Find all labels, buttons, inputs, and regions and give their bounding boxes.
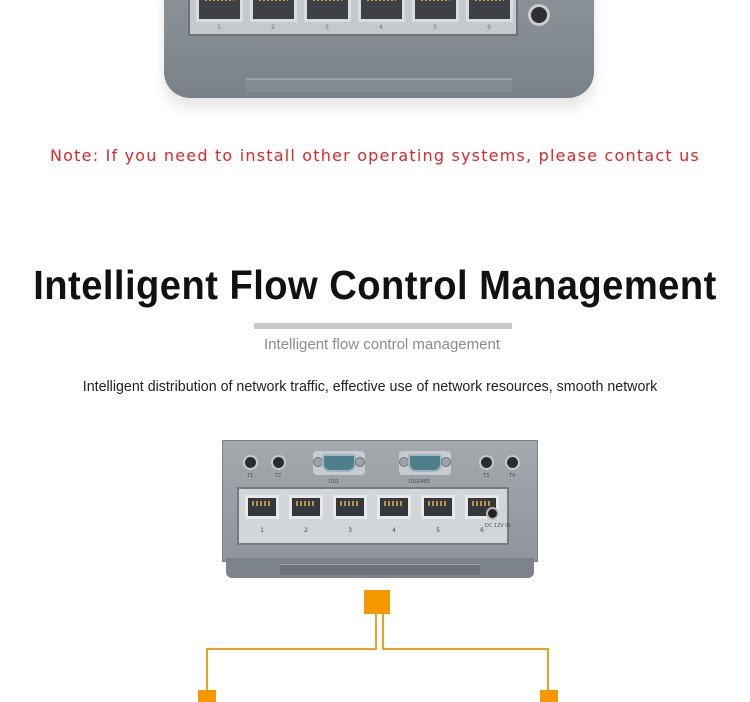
serial-port	[313, 451, 365, 475]
flow-line	[547, 648, 549, 694]
port-label: 1	[217, 24, 221, 31]
device-body: T1 T2 T3 T4 IOI1 IOI2/485 1 2 3 4	[222, 440, 538, 562]
flow-line	[375, 614, 377, 650]
screw-icon	[355, 457, 365, 467]
port-label: 4	[379, 24, 383, 31]
port-label: 3	[325, 24, 329, 31]
flow-line	[382, 648, 549, 650]
lan-label: 3	[348, 527, 352, 534]
flow-target-node	[540, 690, 558, 702]
flow-source-node	[364, 590, 390, 614]
lan-port-panel: 1 2 3 4 5 6	[237, 487, 509, 545]
top-device-image: 1 2 3 4 5 6	[164, 0, 594, 98]
port-label: 2	[271, 24, 275, 31]
flow-target-node	[198, 690, 216, 702]
screw-icon	[441, 457, 451, 467]
device-front-image: T1 T2 T3 T4 IOI1 IOI2/485 1 2 3 4	[222, 440, 538, 578]
lan-port	[466, 0, 513, 22]
port-label: 5	[433, 24, 437, 31]
hole-label: T4	[509, 473, 516, 479]
power-jack	[528, 4, 550, 26]
hole-label: T1	[247, 473, 254, 479]
section-subtitle: Intelligent flow control management	[264, 336, 500, 353]
lan-port	[377, 495, 411, 519]
mounting-rail	[246, 78, 512, 92]
section-description: Intelligent distribution of network traf…	[82, 378, 658, 395]
com-label: IOI1	[329, 479, 340, 485]
lan-label: 6	[480, 527, 484, 534]
mounting-rail	[280, 564, 480, 575]
lan-port	[421, 495, 455, 519]
lan-port	[412, 0, 459, 22]
lan-port	[250, 0, 297, 22]
antenna-hole	[505, 455, 520, 470]
db9-connector	[408, 454, 442, 472]
db9-connector	[322, 454, 356, 472]
antenna-hole	[243, 455, 258, 470]
lan-port	[245, 495, 279, 519]
flow-line	[382, 614, 384, 650]
lan-port	[358, 0, 405, 22]
lan-label: 5	[436, 527, 440, 534]
lan-label: 4	[392, 527, 396, 534]
dc-power-jack	[486, 507, 499, 520]
section-title: Intelligent Flow Control Management	[33, 262, 717, 308]
antenna-hole	[271, 455, 286, 470]
install-os-note: Note: If you need to install other opera…	[50, 146, 700, 165]
lan-label: 2	[304, 527, 308, 534]
lan-port-panel: 1 2 3 4 5 6	[188, 0, 518, 36]
serial-port	[399, 451, 451, 475]
antenna-hole	[479, 455, 494, 470]
dc-label: DC 12V IN	[485, 523, 511, 529]
port-label: 6	[487, 24, 491, 31]
flow-line	[206, 648, 377, 650]
hole-label: T2	[275, 473, 282, 479]
lan-port	[196, 0, 243, 22]
hole-label: T3	[483, 473, 490, 479]
lan-port	[333, 495, 367, 519]
title-underline	[254, 323, 512, 329]
lan-port	[304, 0, 351, 22]
lan-port	[289, 495, 323, 519]
flow-line	[206, 648, 208, 694]
lan-label: 1	[260, 527, 264, 534]
com-label: IOI2/485	[409, 479, 431, 485]
